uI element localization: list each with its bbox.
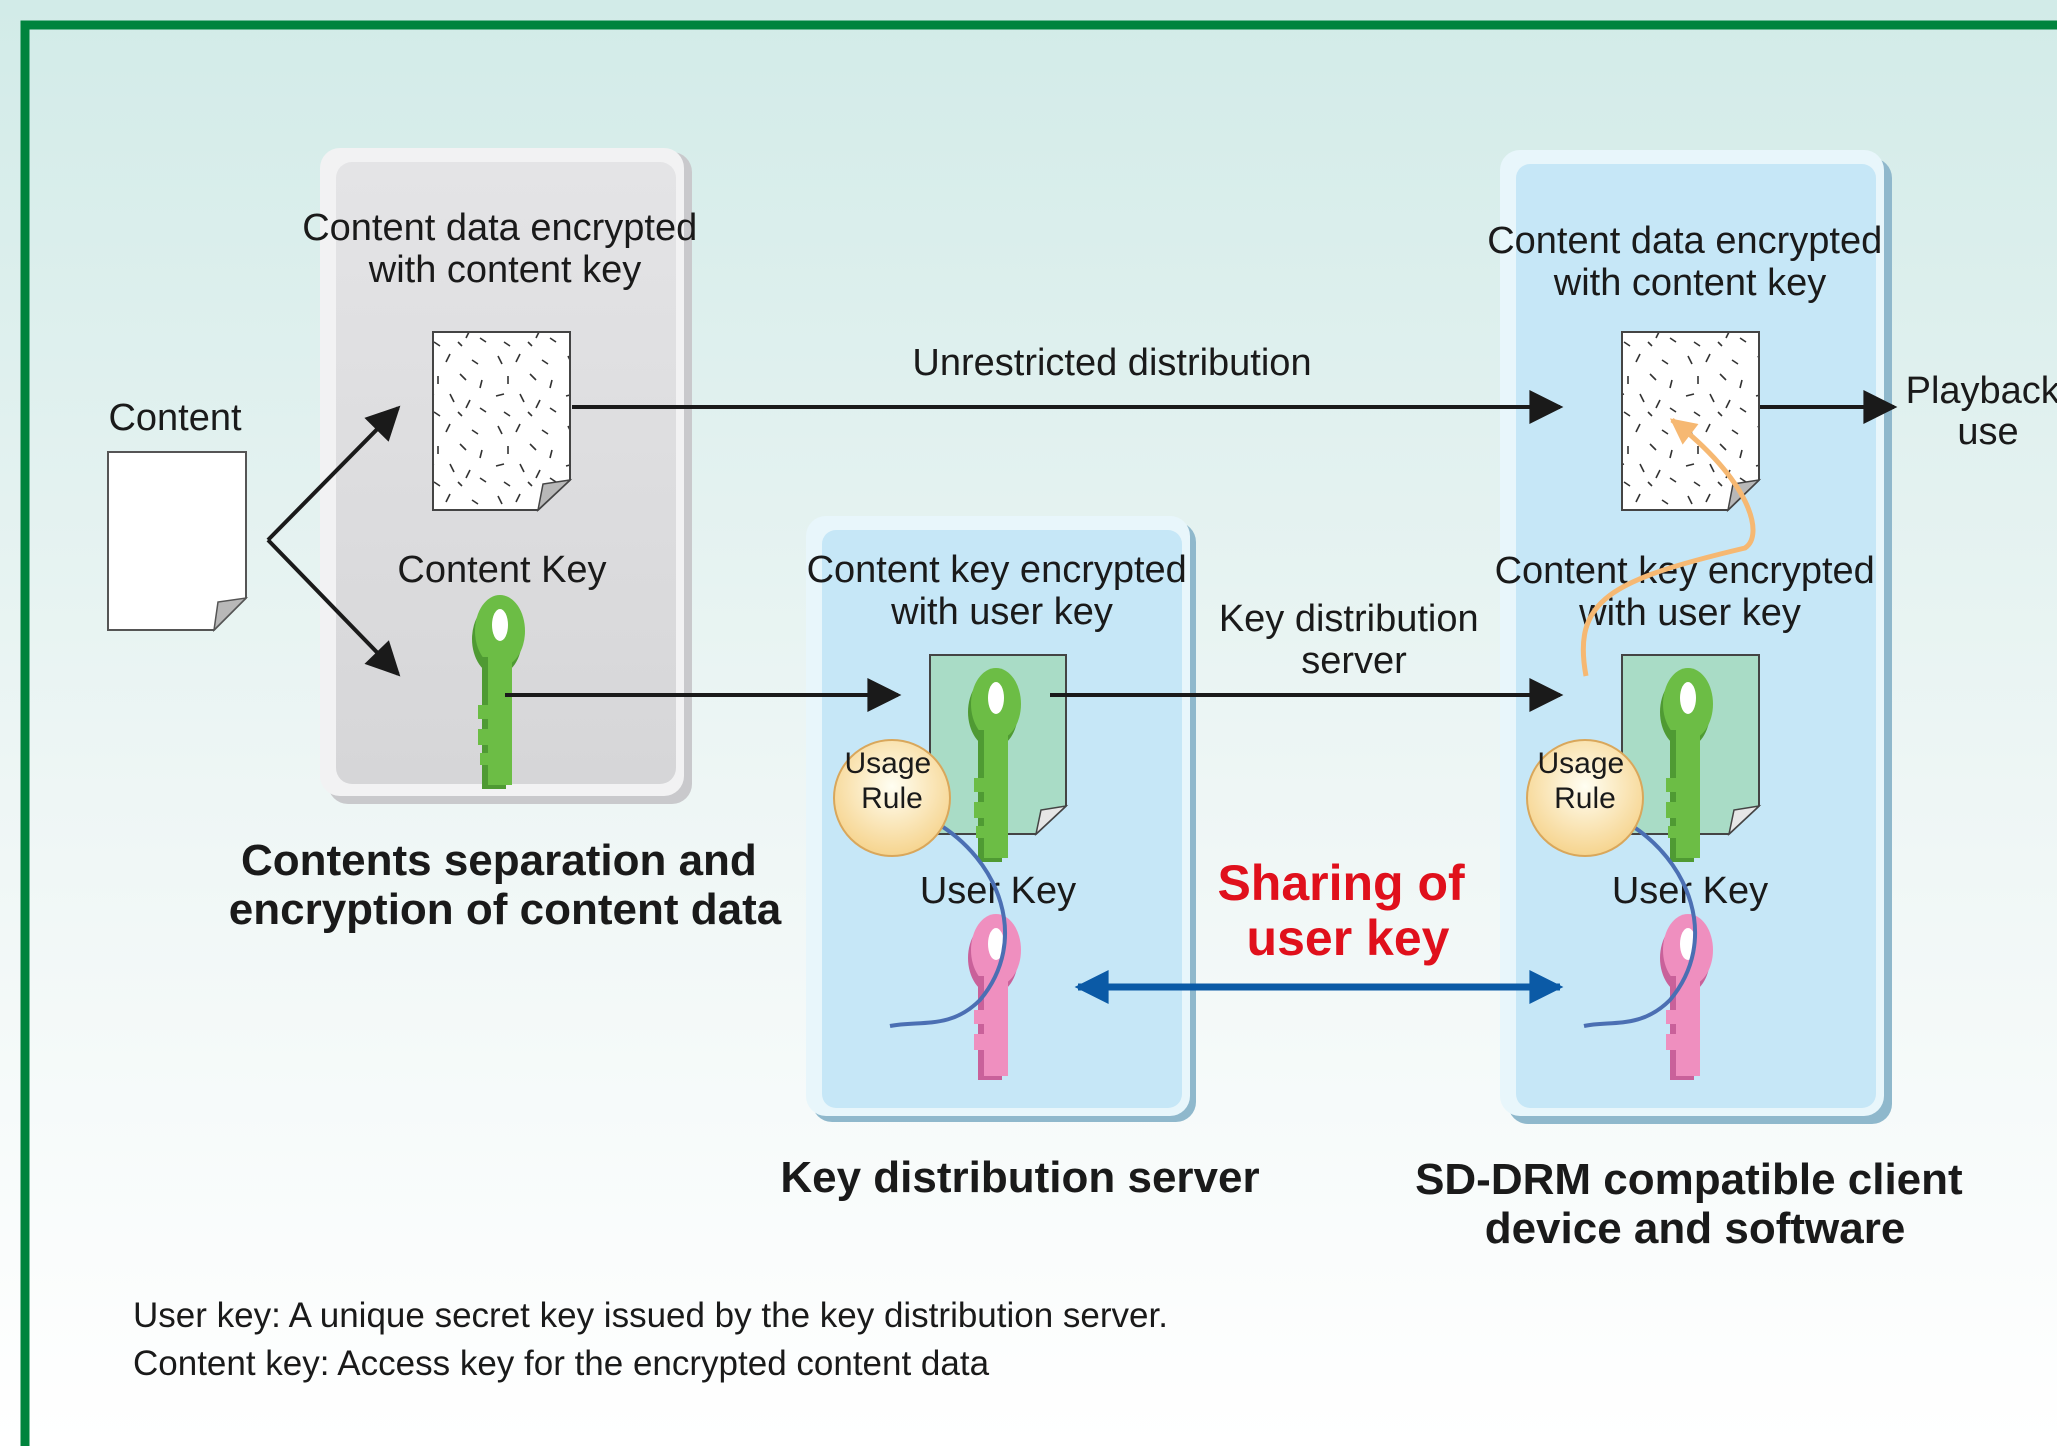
client-encrypted-key-label: Content key encrypted with user key [1495, 550, 1886, 634]
client-heading: SD-DRM compatible client device and soft… [1415, 1155, 1975, 1253]
server-encrypted-key-label: Content key encrypted with user key [807, 549, 1198, 633]
client-usage-rule-text: Usage Rule [1537, 747, 1632, 815]
content-key-note: Content key: Access key for the encrypte… [133, 1344, 990, 1383]
unrestricted-distribution-label: Unrestricted distribution [912, 342, 1311, 384]
encrypted-data-document-icon [432, 331, 573, 513]
separation-encrypted-data-label: Content data encrypted with content key [302, 207, 708, 291]
server-usage-rule-text: Usage Rule [844, 747, 939, 815]
client-usage-rule-badge [1526, 739, 1644, 857]
client-encrypted-data-label: Content data encrypted with content key [1487, 220, 1893, 304]
separation-heading: Contents separation and encryption of co… [229, 836, 782, 934]
footnotes: User key: A unique secret key issued by … [133, 1296, 1178, 1383]
key-distribution-label: Key distribution server [1219, 598, 1489, 682]
split-arrows [266, 405, 401, 677]
decrypt-arrow [1580, 418, 1756, 677]
content-label: Content [108, 397, 242, 439]
content-key-label: Content Key [397, 549, 606, 591]
client-usage-rule-binding-line [1583, 820, 1697, 1028]
playback-label: Playback use [1906, 370, 2057, 453]
user-key-note: User key: A unique secret key issued by … [133, 1296, 1168, 1335]
client-encrypted-data-document-icon [1621, 331, 1762, 513]
diagram-frame [20, 20, 2057, 1446]
sharing-label: Sharing of user key [1217, 855, 1478, 966]
server-heading: Key distribution server [780, 1153, 1259, 1202]
client-box [1500, 150, 1892, 1124]
content-document-icon [107, 451, 249, 633]
server-usage-rule-binding-line [889, 820, 1007, 1028]
server-usage-rule-badge [833, 739, 951, 857]
